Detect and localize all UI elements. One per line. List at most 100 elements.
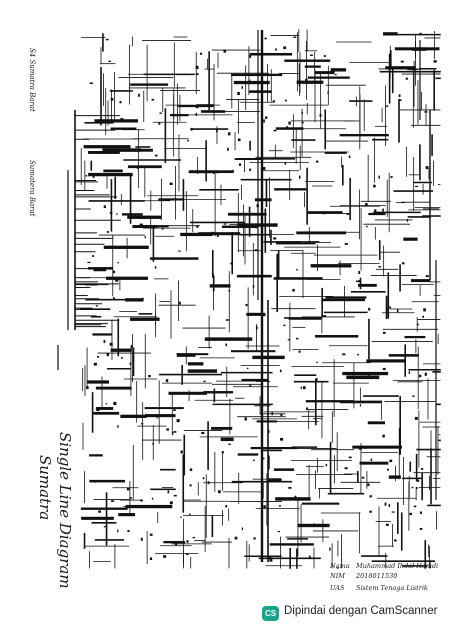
breaker-mark <box>367 372 370 376</box>
busbar <box>304 65 321 68</box>
breaker-mark <box>149 557 153 561</box>
breaker-mark <box>238 163 242 166</box>
breaker-mark <box>120 357 123 359</box>
busbar <box>89 479 126 483</box>
breaker-mark <box>280 413 283 417</box>
busbar <box>250 446 298 450</box>
busbar <box>275 497 311 501</box>
breaker-mark <box>263 313 266 317</box>
busbar <box>144 407 184 410</box>
busbar <box>122 213 143 216</box>
breaker-mark <box>342 353 346 356</box>
busbar <box>228 212 267 216</box>
busbar <box>158 198 184 201</box>
busbar <box>203 391 234 394</box>
breaker-mark <box>221 451 224 454</box>
breaker-mark <box>262 166 266 170</box>
busbar <box>321 298 366 302</box>
breaker-mark <box>216 234 219 238</box>
breaker-mark <box>378 266 381 268</box>
breaker-mark <box>344 467 348 470</box>
breaker-mark <box>213 171 216 175</box>
busbar <box>330 68 347 72</box>
breaker-mark <box>344 242 348 245</box>
breaker-mark <box>382 208 384 212</box>
busbar <box>130 317 160 321</box>
breaker-mark <box>195 65 199 70</box>
diagram-main-trunks <box>57 30 437 562</box>
busbar <box>367 421 386 425</box>
busbar <box>196 104 214 107</box>
breaker-mark <box>139 223 143 227</box>
breaker-mark <box>399 99 402 102</box>
busbar <box>107 148 153 152</box>
breaker-mark <box>249 384 252 387</box>
busbar <box>127 165 162 169</box>
busbar <box>296 231 347 235</box>
busbar <box>305 400 354 403</box>
breaker-mark <box>358 279 361 283</box>
busbar <box>325 296 367 299</box>
breaker-mark <box>237 91 240 96</box>
breaker-mark <box>158 122 161 125</box>
breaker-mark <box>273 237 277 240</box>
breaker-mark <box>225 343 228 347</box>
breaker-mark <box>97 356 99 358</box>
busbar <box>368 212 386 216</box>
breaker-mark <box>94 481 96 483</box>
breaker-mark <box>384 502 387 506</box>
busbar <box>388 354 419 357</box>
busbar <box>88 454 103 457</box>
uas-label: UAS <box>330 584 345 592</box>
breaker-mark <box>382 367 386 371</box>
breaker-mark <box>367 483 370 486</box>
breaker-mark <box>358 448 362 450</box>
breaker-mark <box>269 558 273 562</box>
breaker-mark <box>423 308 426 312</box>
breaker-mark <box>180 516 182 518</box>
breaker-mark <box>223 223 227 225</box>
busbar <box>284 59 331 62</box>
breaker-mark <box>374 209 377 213</box>
breaker-mark <box>106 231 109 233</box>
breaker-mark <box>228 132 231 136</box>
breaker-mark <box>373 184 376 188</box>
breaker-mark <box>207 481 210 485</box>
breaker-mark <box>149 533 153 536</box>
breaker-mark <box>414 416 418 420</box>
breaker-mark <box>275 48 277 51</box>
breaker-mark <box>279 369 282 373</box>
busbar <box>256 420 278 423</box>
busbar <box>339 400 383 404</box>
breaker-mark <box>136 166 139 169</box>
breaker-mark <box>378 175 380 179</box>
breaker-mark <box>374 376 378 379</box>
breaker-mark <box>386 307 389 310</box>
breaker-mark <box>227 147 229 151</box>
breaker-mark <box>110 98 114 101</box>
breaker-mark <box>103 339 106 344</box>
busbar <box>95 407 114 410</box>
nim-label: NIM <box>329 572 345 580</box>
breaker-mark <box>284 99 287 102</box>
busbar <box>275 127 304 130</box>
breaker-mark <box>129 362 132 365</box>
breaker-mark <box>253 459 255 462</box>
busbar <box>388 475 401 479</box>
breaker-mark <box>138 93 140 97</box>
breaker-mark <box>424 111 428 113</box>
breaker-mark <box>310 54 313 56</box>
breaker-mark <box>422 315 425 318</box>
breaker-mark <box>117 529 119 533</box>
breaker-mark <box>322 315 327 317</box>
breaker-mark <box>279 505 281 507</box>
breaker-mark <box>109 342 113 346</box>
breaker-mark <box>361 476 365 479</box>
breaker-mark <box>251 224 254 226</box>
busbar <box>297 523 330 528</box>
breaker-mark <box>303 386 306 390</box>
breaker-mark <box>391 511 395 513</box>
breaker-mark <box>237 138 241 142</box>
busbar <box>301 502 340 505</box>
breaker-mark <box>144 236 146 239</box>
